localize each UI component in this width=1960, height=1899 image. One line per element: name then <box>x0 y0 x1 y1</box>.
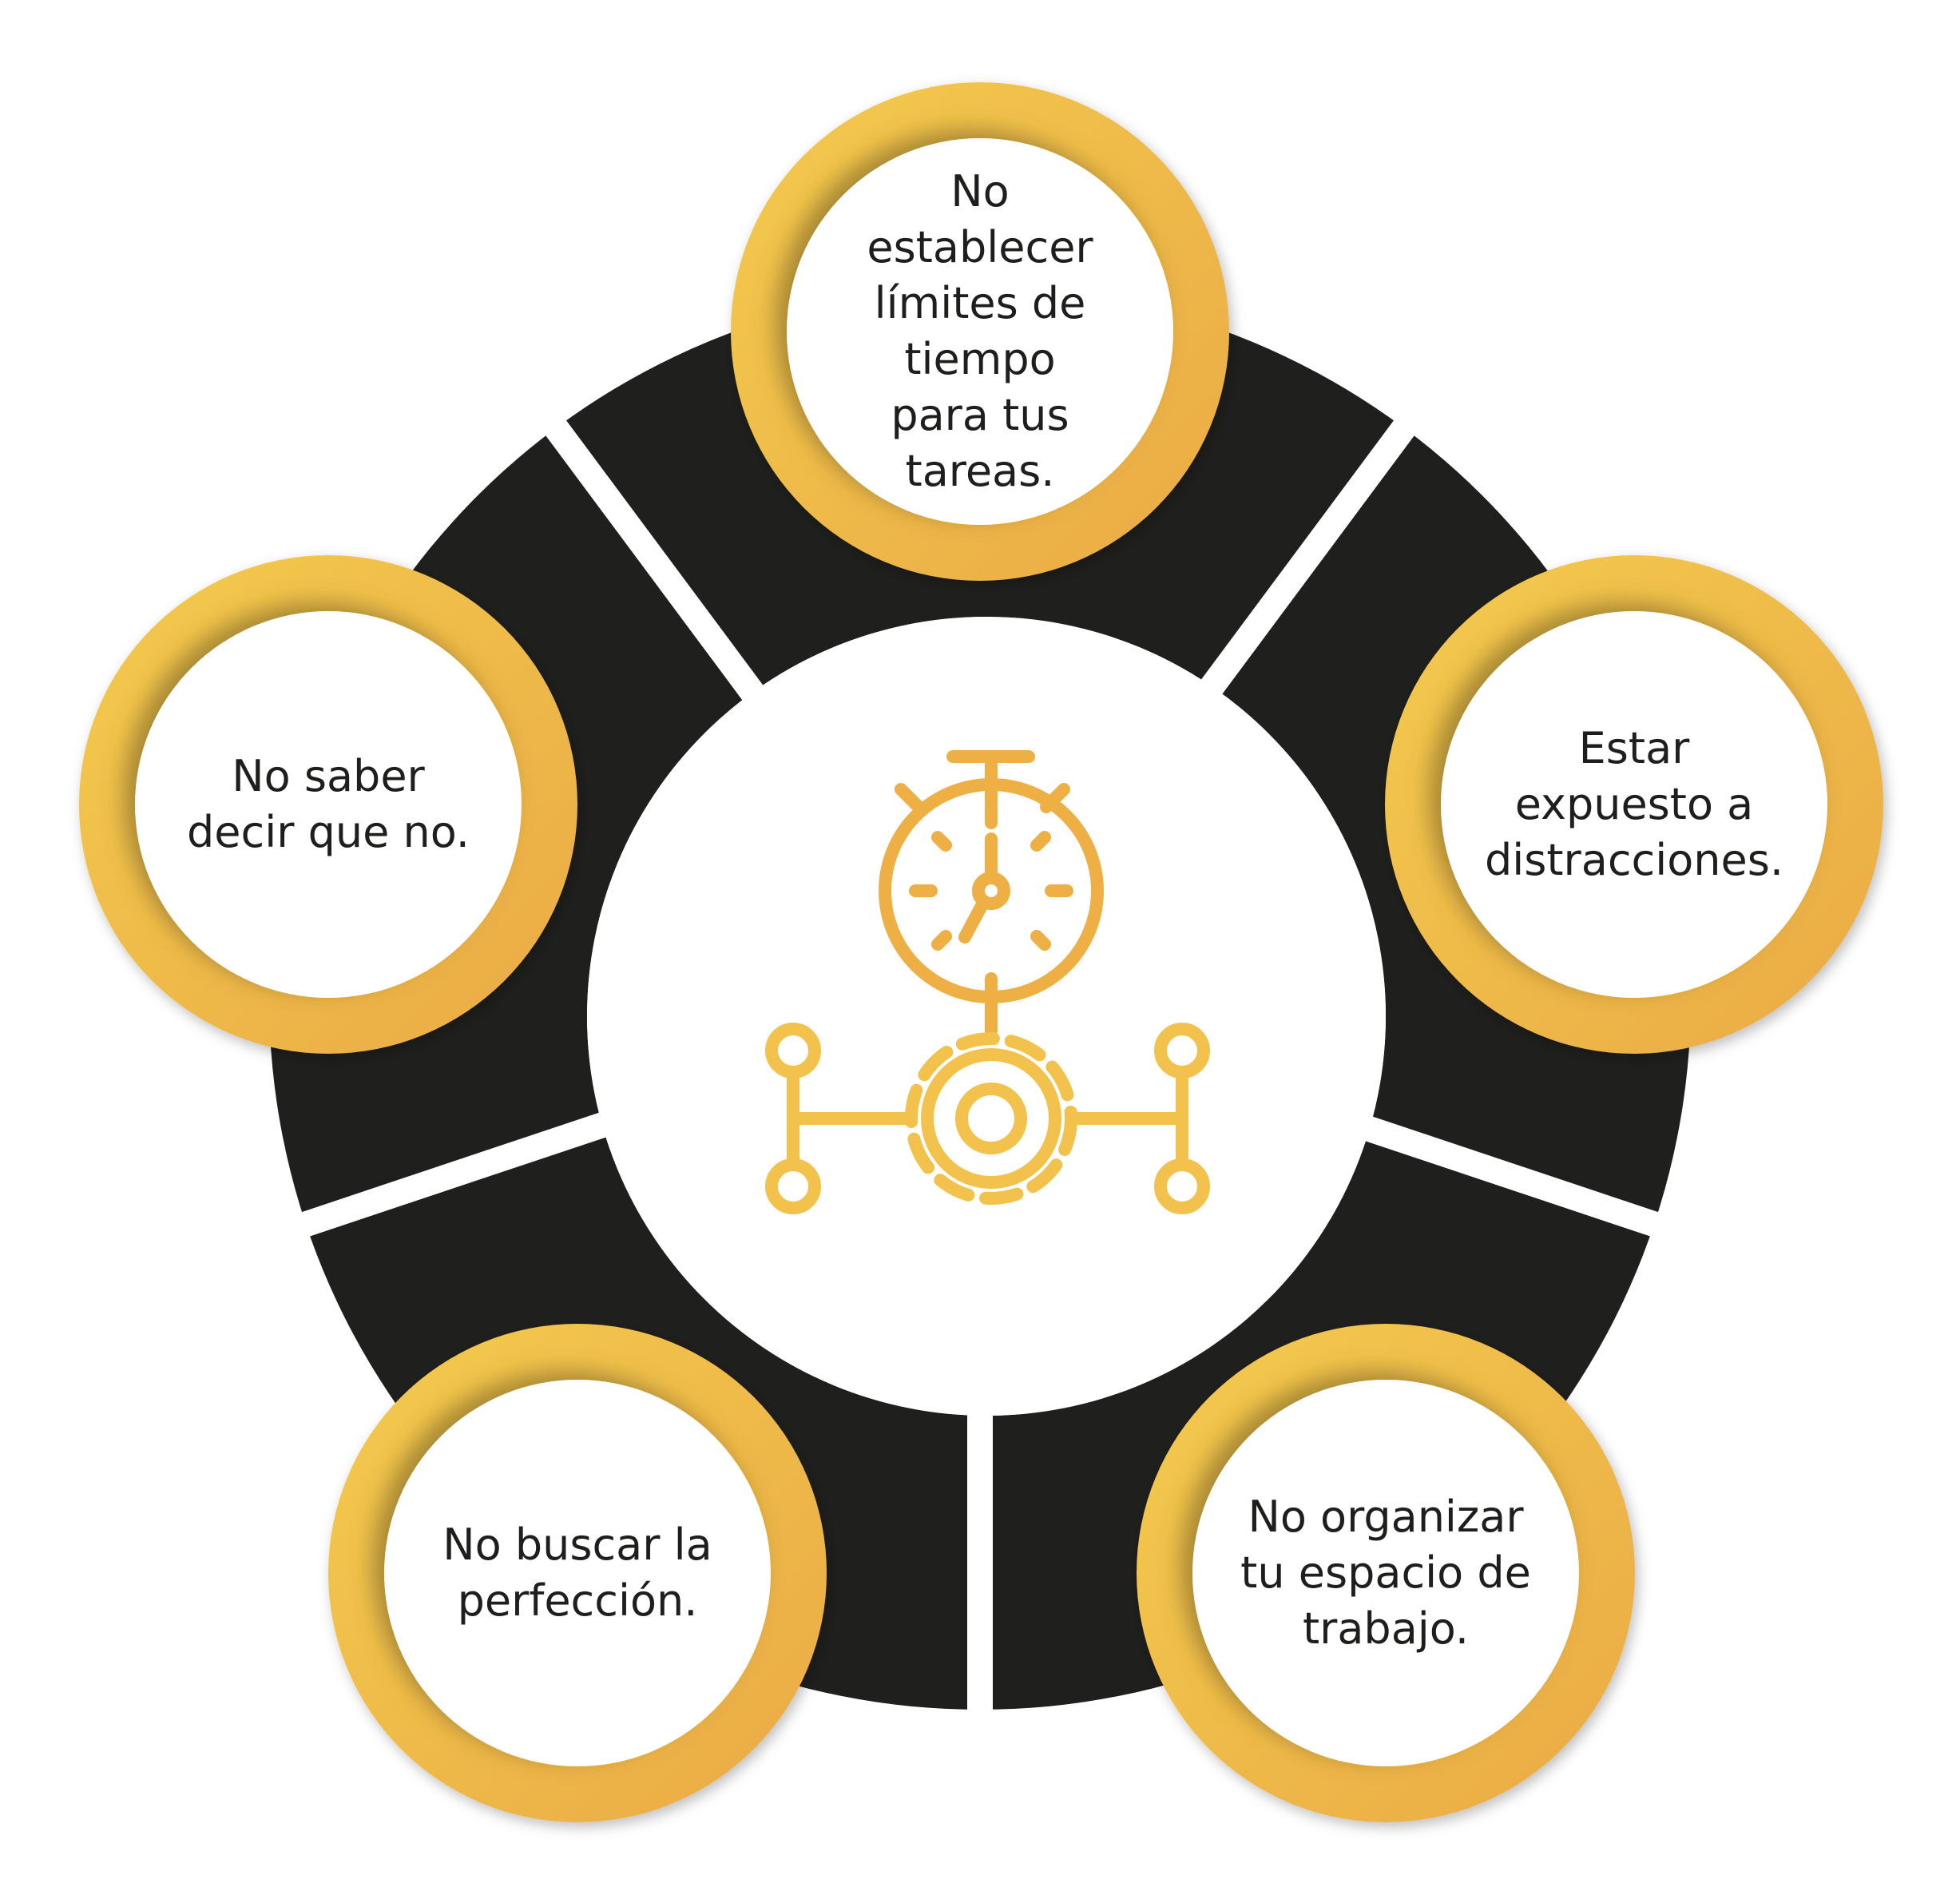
stopwatch-gear-network-icon <box>879 750 1104 1037</box>
node-bottom-left <box>328 1324 827 1822</box>
node-top <box>731 82 1229 581</box>
node-right <box>1385 555 1883 1054</box>
node-top-text: No establecer límites de tiempo para tus… <box>867 166 1093 496</box>
node-right-text: Estar expuesto a distracciones. <box>1484 723 1784 885</box>
node-bottom-right-text: No organizar tu espacio de trabajo. <box>1240 1492 1531 1654</box>
node-left-text: No saber decir que no. <box>187 751 470 857</box>
node-bottom-left-text: No buscar la perfección. <box>442 1520 712 1626</box>
gear-icon <box>765 1023 1210 1214</box>
node-bottom-right <box>1137 1324 1635 1822</box>
node-left <box>79 555 577 1054</box>
